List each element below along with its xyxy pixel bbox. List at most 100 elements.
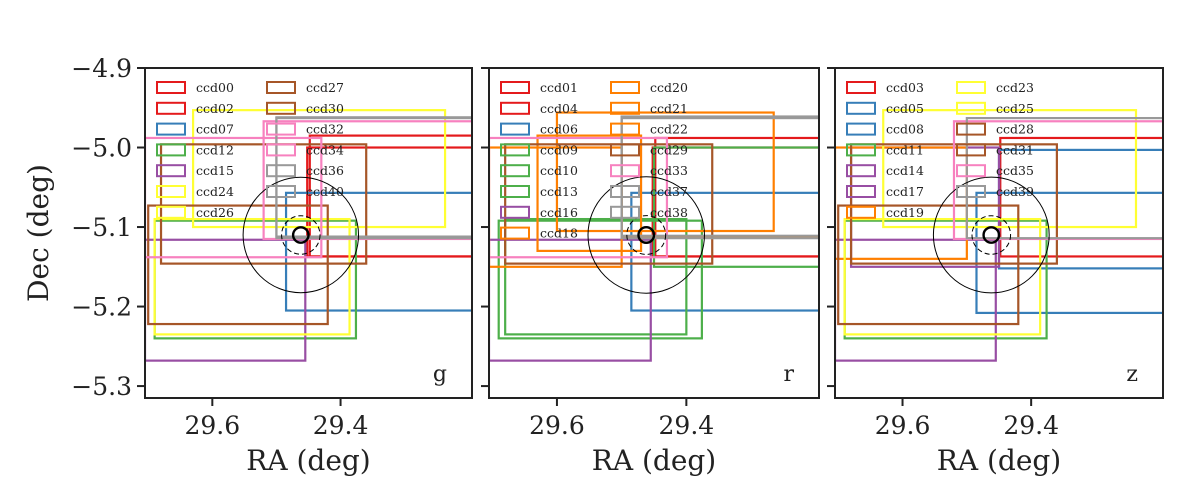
legend-label-ccd17: ccd17 (886, 184, 924, 199)
radius-circle-3 (637, 226, 656, 244)
radius-circle-2 (626, 215, 667, 255)
legend-label-ccd21: ccd21 (650, 101, 688, 116)
legend-label-ccd34: ccd34 (306, 142, 344, 157)
legend-swatch-ccd24 (156, 185, 186, 198)
legend-swatch-ccd16 (500, 205, 530, 219)
legend-swatch-ccd04 (500, 101, 530, 115)
legend-swatch-ccd23 (956, 81, 986, 94)
y-tick-label: −5.3 (71, 372, 132, 401)
ccd-outline-ccd14 (835, 238, 997, 362)
ccd-outline-ccd27 (147, 204, 329, 326)
y-tick-label: −4.9 (71, 54, 132, 83)
legend-label-ccd33: ccd33 (650, 163, 688, 178)
legend-label-ccd15: ccd15 (196, 163, 234, 178)
legend-swatch-ccd25 (956, 101, 986, 115)
x-tick-label: 29.6 (529, 411, 585, 440)
legend-label-ccd35: ccd35 (996, 163, 1034, 178)
x-tick-label: 29.4 (313, 411, 369, 440)
legend-label-ccd19: ccd19 (886, 205, 924, 220)
legend-label-ccd37: ccd37 (650, 184, 688, 199)
ccd-outline-ccd09 (497, 219, 703, 340)
panel-g: ccd00ccd02ccd07ccd12ccd15ccd24ccd26ccd27… (22, 54, 473, 477)
y-tick-label: −5.0 (71, 134, 132, 163)
legend-label-ccd22: ccd22 (650, 122, 688, 137)
axes-frame (834, 67, 1164, 399)
legend-label-ccd32: ccd32 (306, 122, 344, 137)
axes-frame (144, 67, 473, 399)
legend-label-ccd18: ccd18 (540, 226, 578, 241)
legend-label-ccd00: ccd00 (196, 80, 234, 95)
legend-swatch-ccd30 (266, 101, 296, 115)
legend-swatch-ccd07 (156, 122, 186, 136)
legend-label-ccd31: ccd31 (996, 142, 1034, 157)
legend: ccd00ccd02ccd07ccd12ccd15ccd24ccd26ccd27… (156, 80, 344, 220)
legend-swatch-ccd11 (846, 143, 876, 157)
panel-r: ccd01ccd04ccd06ccd09ccd10ccd13ccd16ccd18… (481, 67, 820, 477)
legend-label-ccd20: ccd20 (650, 80, 688, 95)
plot-area: ccd01ccd04ccd06ccd09ccd10ccd13ccd16ccd18… (489, 80, 819, 362)
x-axis-title: RA (deg) (246, 444, 370, 477)
legend-swatch-ccd38 (610, 205, 640, 219)
ccd-outline-ccd07 (284, 191, 472, 312)
ccd-outline-ccd20 (555, 111, 775, 233)
legend-swatch-ccd10 (500, 164, 530, 178)
legend-swatch-ccd08 (846, 122, 876, 136)
ccd-outline-ccd24 (191, 109, 447, 229)
legend-swatch-ccd12 (156, 143, 186, 157)
legend-swatch-ccd39 (956, 185, 986, 198)
legend-swatch-ccd15 (156, 164, 186, 178)
legend-label-ccd09: ccd09 (540, 142, 578, 157)
ccd-outline-ccd16 (489, 238, 652, 362)
legend-label-ccd03: ccd03 (886, 80, 924, 95)
legend-label-ccd12: ccd12 (196, 142, 234, 157)
legend-swatch-ccd17 (846, 185, 876, 198)
legend-label-ccd24: ccd24 (196, 184, 234, 199)
y-tick-label: −5.2 (71, 293, 132, 322)
legend-label-ccd16: ccd16 (540, 205, 578, 220)
legend-swatch-ccd28 (956, 122, 986, 136)
legend-swatch-ccd14 (846, 164, 876, 178)
band-label: g (433, 362, 447, 387)
x-axis-title: RA (deg) (937, 444, 1061, 477)
legend-label-ccd13: ccd13 (540, 184, 578, 199)
x-tick-label: 29.4 (1003, 411, 1059, 440)
legend-label-ccd25: ccd25 (996, 101, 1034, 116)
legend-swatch-ccd27 (266, 81, 296, 94)
legend-label-ccd11: ccd11 (886, 142, 924, 157)
legend-swatch-ccd09 (500, 143, 530, 157)
legend-swatch-ccd02 (156, 101, 186, 115)
ccd-outline-ccd02 (306, 146, 472, 258)
legend-label-ccd08: ccd08 (886, 122, 924, 137)
radius-circle-1 (587, 176, 705, 294)
ccd-outline-ccd26 (153, 217, 351, 336)
legend-swatch-ccd01 (500, 81, 530, 94)
ccd-outline-ccd25 (843, 217, 1042, 336)
plot-area: ccd00ccd02ccd07ccd12ccd15ccd24ccd26ccd27… (145, 80, 472, 362)
legend-swatch-ccd33 (610, 164, 640, 178)
legend-label-ccd23: ccd23 (996, 80, 1034, 95)
radius-circle-2 (971, 215, 1012, 255)
ccd-outline-ccd21 (536, 134, 643, 252)
radius-circle-1 (242, 176, 360, 294)
legend-swatch-ccd36 (266, 164, 296, 178)
ccd-outline-ccd28 (837, 204, 1020, 326)
ccd-outline-ccd29 (504, 143, 714, 265)
legend-swatch-ccd06 (500, 122, 530, 136)
legend-swatch-ccd34 (266, 143, 296, 157)
ccd-outline-ccd33 (489, 136, 669, 259)
legend-label-ccd38: ccd38 (650, 205, 688, 220)
legend: ccd03ccd05ccd08ccd11ccd14ccd17ccd19ccd23… (846, 80, 1034, 220)
legend-swatch-ccd29 (610, 143, 640, 157)
legend-label-ccd10: ccd10 (540, 163, 578, 178)
legend-swatch-ccd26 (156, 205, 186, 219)
legend-label-ccd28: ccd28 (996, 122, 1034, 137)
legend-swatch-ccd20 (610, 81, 640, 94)
legend-swatch-ccd32 (266, 122, 296, 136)
x-tick-label: 29.6 (875, 411, 931, 440)
panel-z: ccd03ccd05ccd08ccd11ccd14ccd17ccd19ccd23… (827, 67, 1164, 477)
legend-label-ccd06: ccd06 (540, 122, 578, 137)
legend-swatch-ccd05 (846, 101, 876, 115)
x-tick-label: 29.6 (184, 411, 240, 440)
legend-label-ccd39: ccd39 (996, 184, 1034, 199)
legend-label-ccd05: ccd05 (886, 101, 924, 116)
